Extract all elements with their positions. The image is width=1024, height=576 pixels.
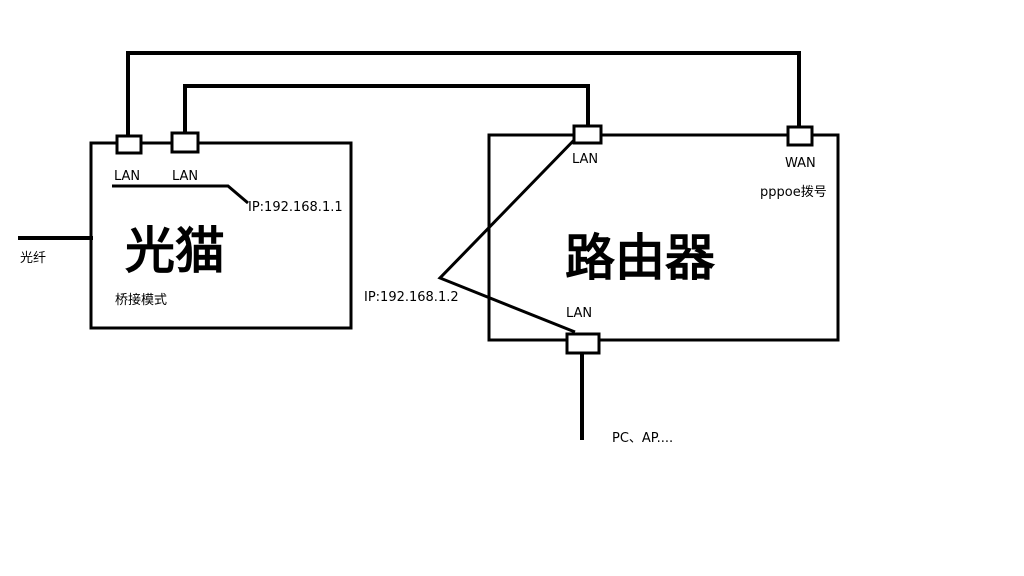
modem-lan1-label: LAN: [114, 169, 141, 184]
router-lan-bottom-port: [565, 332, 601, 355]
modem-lan2-label: LAN: [172, 169, 199, 184]
modem-ip-label: IP:192.168.1.1: [248, 200, 343, 215]
fiber-label: 光纤: [20, 251, 47, 266]
modem-mode-label: 桥接模式: [115, 293, 168, 308]
router-wan-note: pppoe拨号: [760, 185, 827, 200]
wire-modem-lan1-to-router-wan: [126, 51, 801, 138]
router-ip-pointer: [437, 134, 580, 334]
router-lan-bottom-label: LAN: [566, 306, 593, 321]
modem-lan1-port: [115, 134, 143, 155]
router-wan-port: [786, 125, 814, 147]
modem-title: 光猫: [125, 222, 225, 280]
router-lan-top-port: [572, 124, 603, 145]
router-box: [487, 133, 840, 342]
router-title: 路由器: [565, 229, 715, 287]
modem-box: [89, 141, 353, 330]
modem-lan2-port: [170, 131, 200, 154]
client-label: PC、AP....: [612, 431, 674, 446]
router-lan-top-label: LAN: [572, 152, 599, 167]
router-ip-label: IP:192.168.1.2: [364, 290, 459, 305]
router-wan-label: WAN: [785, 156, 816, 171]
modem-lan-underline: [112, 184, 249, 205]
wire-modem-lan2-to-router-lan: [183, 84, 590, 135]
